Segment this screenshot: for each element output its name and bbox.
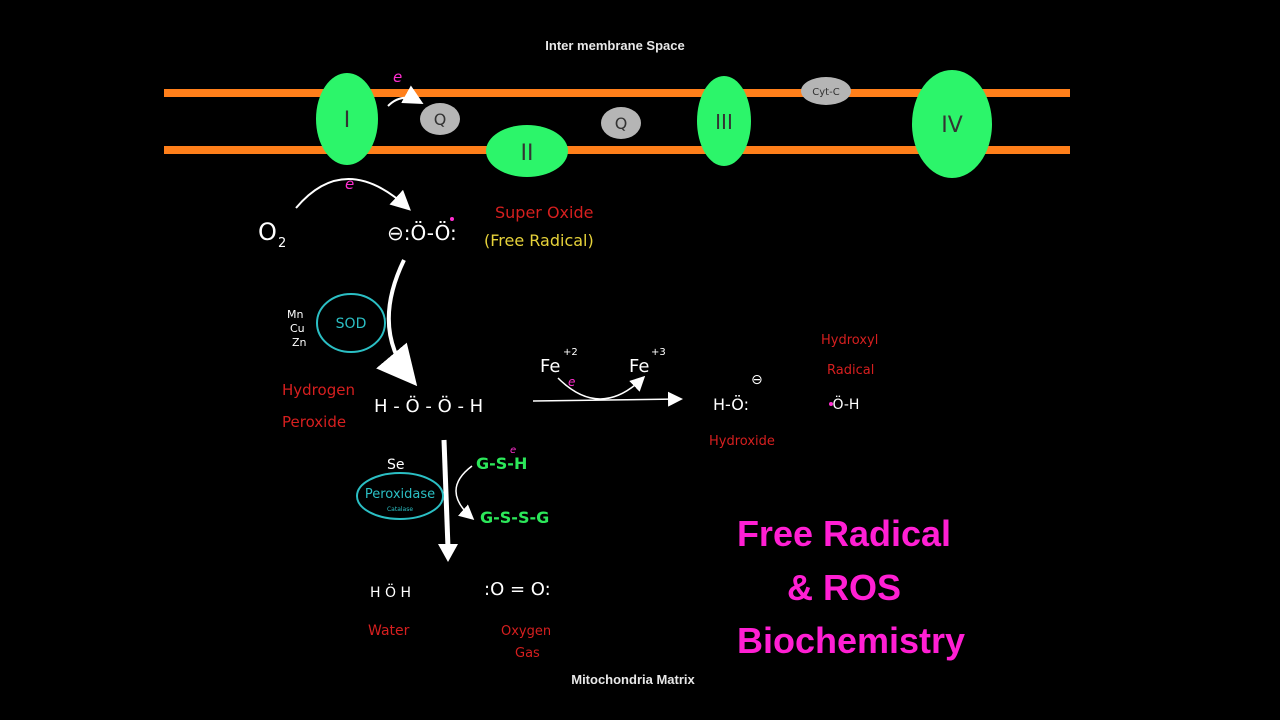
- radical-dot-superoxide: [450, 217, 454, 221]
- hydroxide-charge: ⊖: [751, 372, 763, 388]
- cytochrome-c: Cyt-C: [801, 77, 851, 105]
- outer-membrane-line: [164, 89, 1070, 97]
- title-line-3: Biochemistry: [737, 620, 965, 661]
- superoxide-subtitle: (Free Radical): [484, 231, 594, 250]
- iron-ii-label: Fe: [540, 356, 560, 377]
- fenton-curve-arrow: [557, 375, 646, 400]
- sod-label: SOD: [336, 316, 367, 332]
- electron-label-2: e: [345, 175, 354, 193]
- fenton-reaction-arrow: [532, 391, 683, 407]
- glutathione-arrow: [455, 465, 475, 520]
- hydroxyl-radical-name-2: Radical: [827, 363, 874, 378]
- sod-reaction-arrow: [376, 259, 418, 387]
- title-line-2: & ROS: [787, 567, 901, 608]
- complex-iii-label: III: [715, 110, 733, 134]
- iron-iii-charge: +3: [651, 347, 666, 358]
- hydrogen-peroxide-name-1: Hydrogen: [282, 381, 355, 399]
- oxygen-gas-formula: :O = O:: [484, 579, 551, 600]
- peroxidase-enzyme: Peroxidase Catalase: [356, 472, 444, 520]
- sod-enzyme: SOD: [316, 293, 386, 353]
- intermembrane-space-label: Inter membrane Space: [545, 38, 684, 53]
- peroxidase-reaction-shaft: [441, 439, 451, 549]
- sod-metal-zn: Zn: [292, 336, 307, 349]
- complex-i-label: I: [344, 108, 351, 133]
- oxygen-gas-name-1: Oxygen: [501, 624, 551, 639]
- quinone-2-label: Q: [615, 114, 628, 133]
- hydroxyl-radical-formula: ·Ö-H: [828, 395, 859, 413]
- quinone-1-label: Q: [434, 110, 447, 129]
- electron-arrow-1: [387, 85, 424, 107]
- selenium-cofactor: Se: [387, 457, 405, 473]
- hydroxide-formula: H-Ö:: [713, 395, 749, 414]
- hydrogen-peroxide-formula: H - Ö - Ö - H: [374, 395, 483, 417]
- sod-metal-mn: Mn: [287, 308, 303, 321]
- hydroxide-name: Hydroxide: [709, 434, 775, 449]
- complex-i: I: [316, 73, 378, 165]
- iron-ii-charge: +2: [563, 347, 578, 358]
- cytochrome-c-label: Cyt-C: [812, 87, 839, 98]
- glutathione-oxidized: G-S-S-G: [480, 508, 549, 527]
- electron-label-1: e: [393, 68, 402, 86]
- superoxide-name: Super Oxide: [495, 203, 593, 222]
- iron-iii-label: Fe: [629, 356, 649, 377]
- sod-metal-cu: Cu: [290, 322, 305, 335]
- title-line-1: Free Radical: [737, 513, 951, 554]
- oxygen-o2: O: [258, 218, 277, 246]
- oxygen-gas-name-2: Gas: [515, 646, 540, 661]
- peroxidase-reaction-head: [438, 544, 458, 562]
- catalase-label: Catalase: [387, 506, 413, 513]
- complex-ii: II: [486, 125, 568, 177]
- complex-iii: III: [697, 76, 751, 166]
- electron-label-4: e: [510, 445, 516, 456]
- complex-iv-label: IV: [941, 113, 963, 138]
- complex-ii-label: II: [521, 141, 534, 166]
- mitochondria-matrix-label: Mitochondria Matrix: [571, 672, 695, 687]
- peroxidase-label: Peroxidase: [365, 487, 435, 502]
- quinone-2: Q: [601, 107, 641, 139]
- inner-membrane-line: [164, 146, 1070, 154]
- quinone-1: Q: [420, 103, 460, 135]
- superoxide-formula: ⊖:Ö-Ö:: [387, 221, 457, 245]
- hydrogen-peroxide-name-2: Peroxide: [282, 413, 346, 431]
- complex-iv: IV: [912, 70, 992, 178]
- hydroxyl-radical-name-1: Hydroxyl: [821, 333, 878, 348]
- electron-arrow-2: [295, 178, 411, 211]
- glutathione-reduced: G-S-H: [476, 454, 527, 473]
- water-name: Water: [368, 623, 410, 639]
- water-formula: H Ö H: [370, 583, 411, 601]
- electron-label-3: e: [568, 375, 575, 389]
- oxygen-o2-subscript: 2: [278, 236, 286, 251]
- radical-dot-hydroxyl: [829, 402, 833, 406]
